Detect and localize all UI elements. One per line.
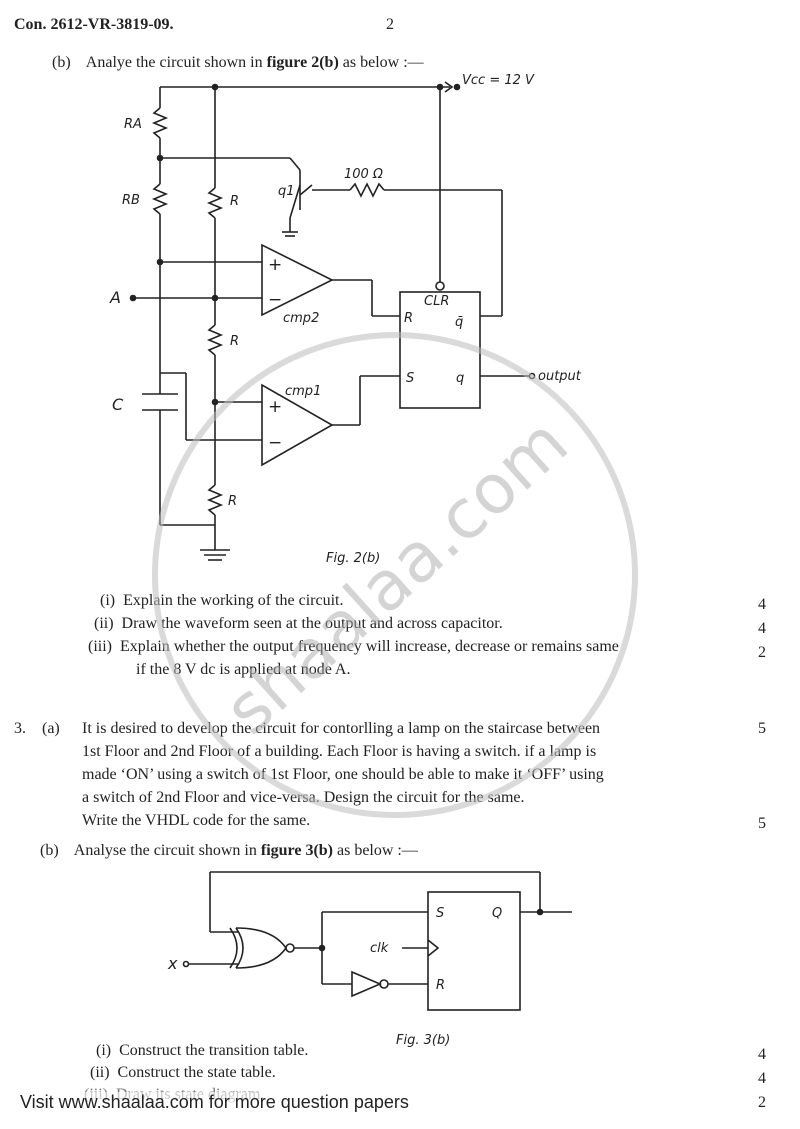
q2b-item-2-marks: 4: [758, 620, 766, 637]
output-label: output: [538, 369, 582, 384]
q2b-item-2: (ii) Draw the waveform seen at the outpu…: [94, 615, 503, 632]
vcc-label: Vcc = 12 V: [462, 73, 535, 88]
ra-label: RA: [124, 117, 142, 132]
ff-s-label: S: [406, 371, 414, 386]
q2b-fig-ref: figure 2(b): [266, 54, 339, 71]
fig2b-caption: Fig. 2(b): [326, 551, 380, 566]
svg-text:+: +: [268, 397, 282, 417]
q3b-item-1: (i) Construct the transition table.: [96, 1042, 309, 1059]
cmp1-label: cmp1: [285, 384, 321, 399]
q3-number: 3.: [14, 720, 26, 737]
q3a-line-4: a switch of 2nd Floor and vice-versa. De…: [82, 789, 525, 806]
q3b-text: Analyse the circuit shown in: [73, 842, 257, 859]
cmp2-label: cmp2: [283, 311, 319, 326]
q3a-line-5: Write the VHDL code for the same.: [82, 812, 311, 829]
q3a-line-1: It is desired to develop the circuit for…: [82, 720, 601, 737]
q2b-label: (b): [52, 54, 71, 71]
q2b-item-1-marks: 4: [758, 596, 766, 613]
q2b-item-1: (i) Explain the working of the circuit.: [100, 592, 344, 609]
q3b-item-2-marks: 4: [758, 1070, 766, 1087]
ff3-q-label: Q: [492, 906, 502, 921]
q3a-marks-2: 5: [758, 815, 766, 832]
svg-text:−: −: [268, 433, 282, 453]
ff-q-label: q: [456, 371, 464, 386]
figure-3b-circuit: x clk S R Q Fig. 3(b): [167, 871, 572, 1048]
clk-label: clk: [370, 941, 389, 956]
res100-label: 100 Ω: [344, 167, 383, 182]
q3b-item-2: (ii) Construct the state table.: [90, 1064, 276, 1081]
q3a-label: (a): [42, 720, 60, 737]
q3a-line-2: 1st Floor and 2nd Floor of a building. E…: [82, 743, 597, 760]
q2b-text: Analye the circuit shown in: [85, 54, 263, 71]
page-number: 2: [386, 16, 394, 33]
q3b-question: (b) Analyse the circuit shown in figure …: [40, 840, 418, 862]
node-a-label: A: [109, 288, 121, 307]
q2b-question: (b) Analye the circuit shown in figure 2…: [52, 52, 424, 74]
clr-label: CLR: [424, 294, 449, 309]
svg-text:−: −: [268, 290, 282, 310]
ff3-r-label: R: [436, 978, 445, 993]
q2b-item-3: (iii) Explain whether the output frequen…: [88, 638, 619, 655]
fig3b-caption: Fig. 3(b): [396, 1033, 450, 1048]
x-input-label: x: [167, 954, 178, 973]
r3-label: R: [228, 494, 237, 509]
q3b-item-3-marks: 2: [758, 1094, 766, 1111]
paper-code: Con. 2612-VR-3819-09.: [14, 16, 174, 33]
r2-label: R: [230, 334, 239, 349]
q3a-marks-1: 5: [758, 720, 766, 737]
rb-label: RB: [122, 193, 140, 208]
ff3-s-label: S: [436, 906, 444, 921]
q2b-item-3-line2: if the 8 V dc is applied at node A.: [136, 661, 351, 678]
footer-text: Visit www.shaalaa.com for more question …: [20, 1092, 409, 1113]
q1-label: q1: [278, 184, 295, 199]
q2b-item-3-marks: 2: [758, 644, 766, 661]
q3b-fig-ref: figure 3(b): [260, 842, 333, 859]
ff-r-label: R: [404, 311, 413, 326]
q3b-suffix: as below :—: [337, 842, 418, 859]
q2b-suffix: as below :—: [342, 54, 424, 71]
cap-label: C: [112, 395, 124, 414]
figure-2b-circuit: Vcc = 12 V RA RB q1 100 Ω R R R + − cmp2…: [109, 73, 582, 566]
q3a-line-3: made ‘ON’ using a switch of 1st Floor, o…: [82, 766, 604, 783]
q3b-label: (b): [40, 842, 59, 859]
svg-text:+: +: [268, 255, 282, 275]
ff-qbar-label: q̄: [455, 315, 463, 330]
r1-label: R: [230, 194, 239, 209]
q3b-item-1-marks: 4: [758, 1046, 766, 1063]
